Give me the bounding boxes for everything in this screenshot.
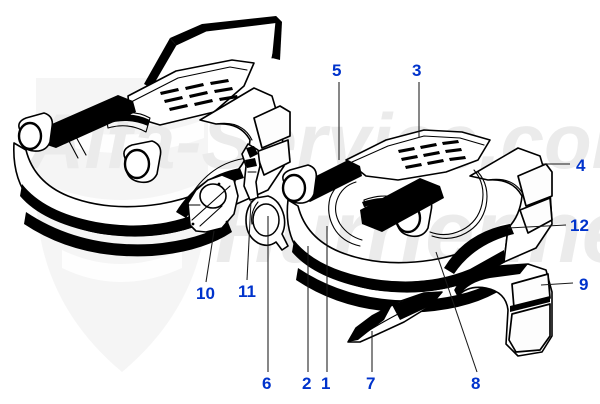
callout-number-5[interactable]: 5	[332, 61, 342, 80]
callout-number-12[interactable]: 12	[570, 216, 589, 235]
callout-number-3[interactable]: 3	[412, 61, 422, 80]
leader-lines	[205, 82, 574, 373]
callout-number-2[interactable]: 2	[302, 374, 312, 393]
callout-number-7[interactable]: 7	[366, 374, 376, 393]
callout-number-1[interactable]: 1	[321, 374, 331, 393]
part-9-front-wing-rear-section	[454, 263, 553, 357]
part-6-headlamp-ring-bracket	[245, 195, 289, 251]
callout-number-10[interactable]: 10	[196, 284, 215, 303]
hood-vent-louvers	[160, 79, 238, 111]
left-front-clip-assembly	[13, 16, 291, 257]
right-front-clip-assembly	[281, 129, 553, 313]
part-10-inner-wheelarch-bracket	[187, 174, 239, 233]
callout-number-8[interactable]: 8	[471, 374, 481, 393]
callout-number-4[interactable]: 4	[576, 156, 586, 175]
right-hood-vent-louvers	[398, 140, 466, 169]
part-7-front-valance-lip	[347, 291, 443, 343]
callout-number-11[interactable]: 11	[238, 282, 256, 301]
callout-number-6[interactable]: 6	[262, 374, 272, 393]
callout-number-9[interactable]: 9	[579, 275, 589, 294]
